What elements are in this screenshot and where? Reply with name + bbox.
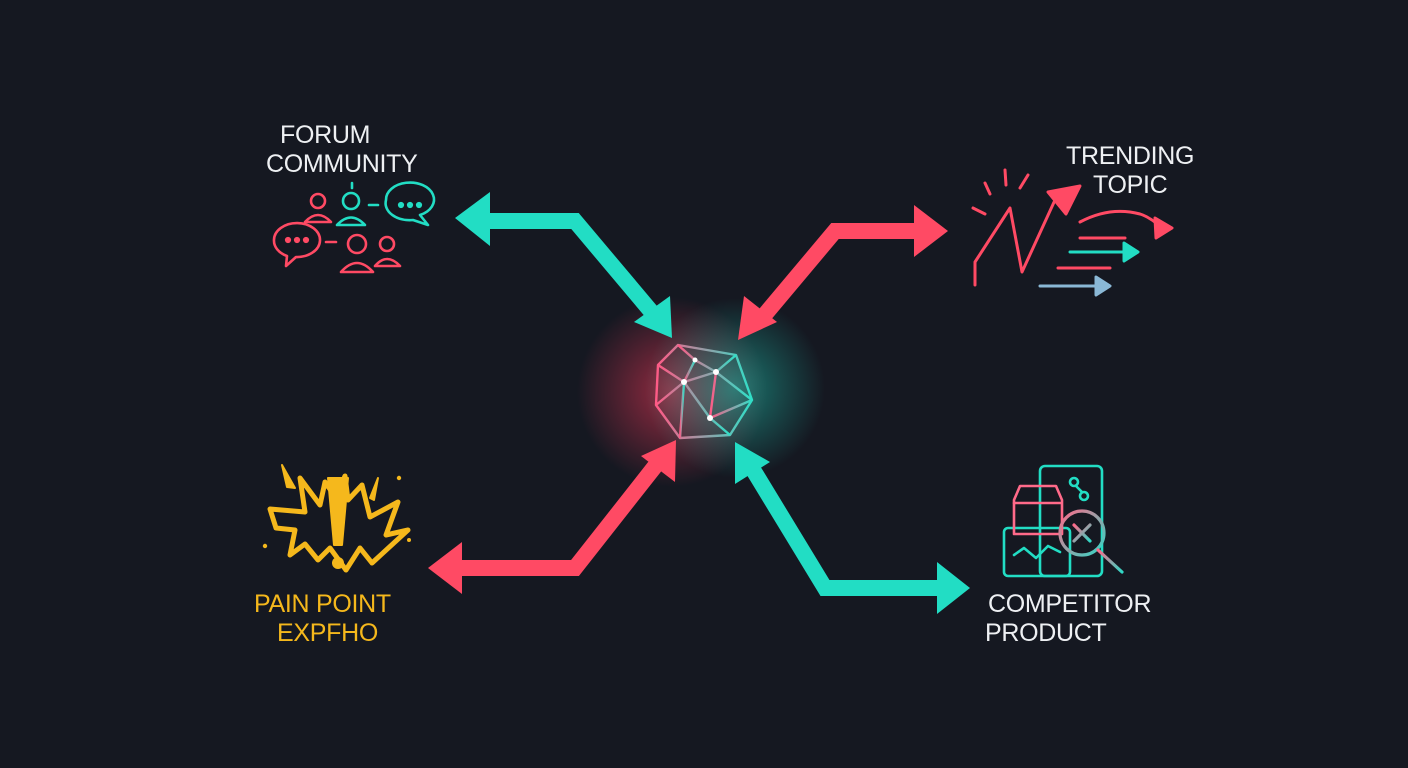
pain-title-line1: PAIN POINT	[254, 590, 391, 618]
competitor-title-line1: COMPETITOR	[988, 590, 1152, 618]
network-polyhedron-icon	[654, 343, 754, 440]
trending-title-line1: TRENDING	[1066, 142, 1195, 170]
forum-title-line2: COMMUNITY	[266, 150, 418, 178]
product-analysis-icon	[1002, 464, 1124, 578]
node-label-forum: FORUM COMMUNITY	[266, 121, 418, 179]
arrow-pain	[428, 440, 676, 594]
center-glow	[577, 297, 825, 487]
arrow-competitor	[735, 442, 970, 614]
pain-title-line2: EXPFHO	[277, 619, 378, 647]
node-label-pain: PAIN POINT EXPFHO	[254, 590, 391, 648]
competitor-title-line2: PRODUCT	[985, 619, 1107, 647]
trending-title-line2: TOPIC	[1093, 171, 1168, 199]
alert-burst-icon	[262, 464, 411, 573]
node-label-trending: TRENDING TOPIC	[1066, 142, 1194, 200]
community-chat-icon	[272, 181, 436, 274]
trending-chart-icon	[971, 168, 1174, 297]
node-label-competitor: COMPETITOR PRODUCT	[985, 590, 1152, 648]
arrow-trending	[738, 205, 948, 340]
forum-title-line1: FORUM	[280, 121, 371, 149]
arrow-forum	[455, 192, 672, 338]
